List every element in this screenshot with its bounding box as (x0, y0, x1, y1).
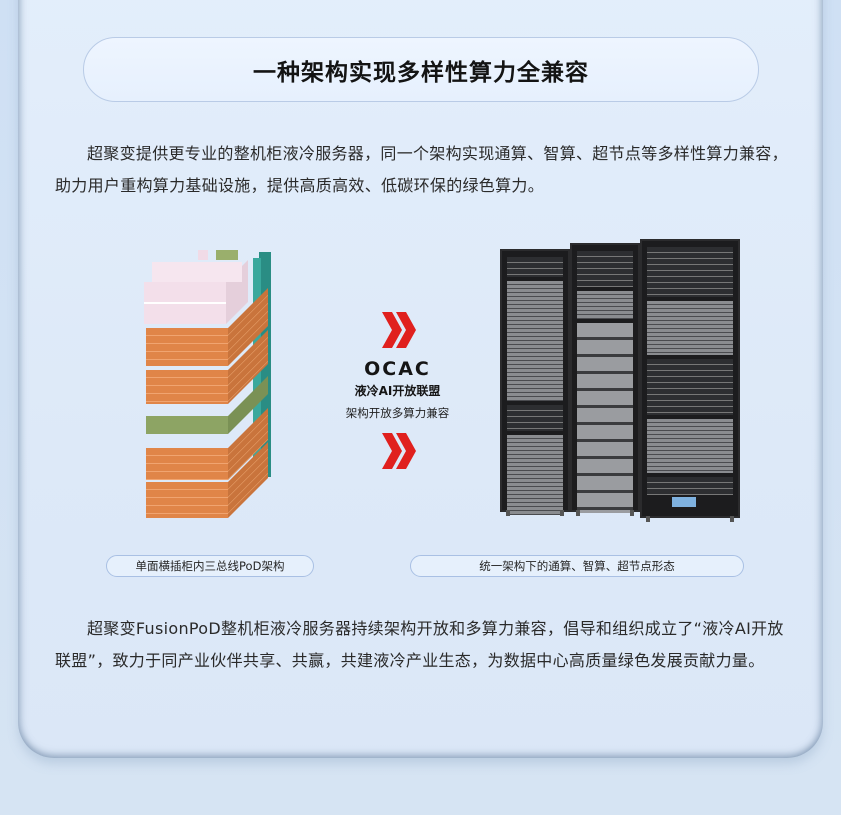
node-layer (146, 442, 268, 518)
node-layer (146, 330, 268, 404)
connector-tab-pink (198, 250, 208, 260)
double-chevron-right-icon (330, 433, 465, 469)
rack-cabinet-general (500, 249, 570, 516)
double-chevron-right-icon (330, 312, 465, 348)
node-layer (146, 408, 268, 480)
ocac-logo: OCAC (364, 358, 431, 380)
alliance-subtitle: 架构开放多算力兼容 (345, 406, 450, 420)
right-diagram-caption: 统一架构下的通算、智算、超节点形态 (410, 555, 744, 577)
ocac-alliance-block: OCAC 液冷AI开放联盟 架构开放多算力兼容 (330, 312, 465, 469)
switch-layer (146, 376, 268, 434)
node-layer (146, 288, 268, 366)
rack-label-plate (672, 497, 696, 507)
power-layer-top (152, 262, 242, 282)
closing-paragraph: 超聚变FusionPoD整机柜液冷服务器持续架构开放和多算力兼容，倡导和组织成立… (55, 619, 784, 670)
rack-cabinet-ai (570, 243, 640, 516)
alliance-name: 液冷AI开放联盟 (354, 384, 441, 398)
intro-paragraph: 超聚变提供更专业的整机柜液冷服务器，同一个架构实现通算、智算、超节点等多样性算力… (55, 144, 788, 195)
pod-architecture-diagram (144, 248, 279, 518)
server-rack-image (498, 237, 744, 522)
rack-cabinet-supernode (640, 239, 740, 522)
left-diagram-caption: 单面横插柜内三总线PoD架构 (106, 555, 314, 577)
power-layer (144, 260, 248, 324)
connector-tab-green (216, 250, 238, 260)
section-title-banner: 一种架构实现多样性算力全兼容 (83, 37, 759, 102)
section-title: 一种架构实现多样性算力全兼容 (253, 59, 589, 86)
